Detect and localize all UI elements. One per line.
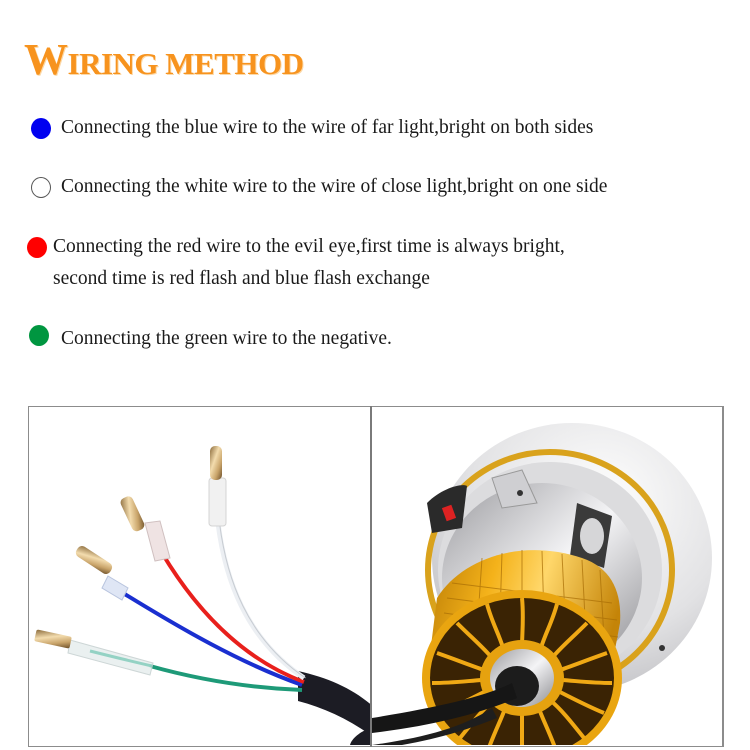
wires-illustration [34,446,370,745]
instruction-text: Connecting the green wire to the negativ… [61,328,392,349]
white-dot-icon [31,177,51,198]
instruction-text-block: Connecting the red wire to the evil eye,… [53,231,693,295]
wires-photo [30,408,370,745]
instruction-text: Connecting the red wire to the evil eye,… [53,236,565,257]
instruction-blue: Connecting the blue wire to the wire of … [31,112,593,144]
lamp-photo [372,408,722,745]
page-title: WIRING METHOD [24,38,304,86]
instruction-red: Connecting the red wire to the evil eye,… [27,231,693,295]
instruction-text-line2: second time is red flash and blue flash … [53,268,430,289]
green-dot-icon [29,325,49,346]
instruction-text: Connecting the white wire to the wire of… [61,176,608,197]
instruction-green: Connecting the green wire to the negativ… [29,323,392,355]
title-initial: W [24,35,68,84]
red-dot-icon [27,237,47,258]
instruction-white: Connecting the white wire to the wire of… [31,171,607,203]
instruction-text: Connecting the blue wire to the wire of … [61,117,594,138]
title-rest: IRING METHOD [67,46,305,81]
blue-dot-icon [31,118,51,139]
lamp-illustration [372,423,712,745]
photo-divider [370,406,372,747]
